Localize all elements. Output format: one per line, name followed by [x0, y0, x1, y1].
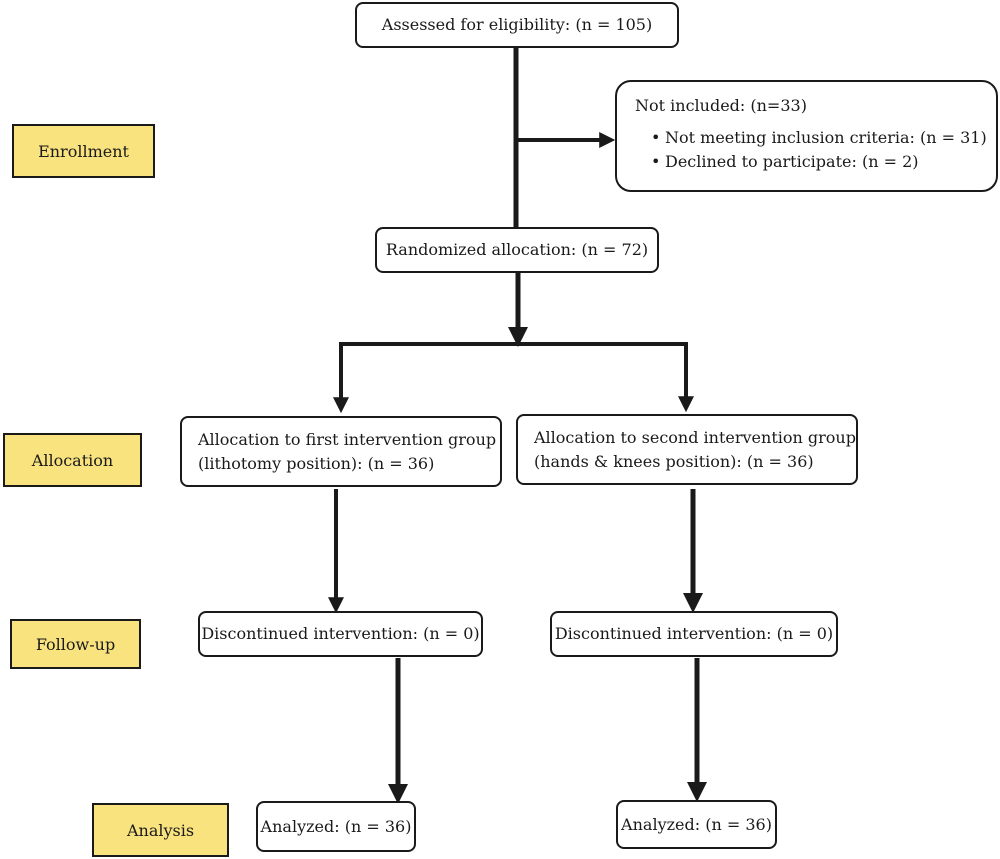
- assessed-text: Assessed for eligibility: (n = 105): [381, 15, 653, 34]
- allocation-1-line1: Allocation to first intervention group: [198, 430, 497, 449]
- randomized-text: Randomized allocation: (n = 72): [385, 240, 649, 259]
- discontinued-box-1: Discontinued intervention: (n = 0): [198, 611, 483, 657]
- bullet-icon: •: [651, 128, 661, 147]
- randomized-box: Randomized allocation: (n = 72): [375, 227, 659, 273]
- not-included-item-text: Not meeting inclusion criteria: (n = 31): [665, 128, 987, 147]
- stage-analysis: Analysis: [92, 803, 229, 857]
- allocation-box-1: Allocation to first intervention group (…: [180, 416, 502, 487]
- stage-follow-up: Follow-up: [10, 619, 141, 669]
- assessed-box: Assessed for eligibility: (n = 105): [355, 2, 679, 48]
- discontinued-2-text: Discontinued intervention: (n = 0): [554, 624, 834, 643]
- stage-analysis-label: Analysis: [126, 820, 195, 840]
- allocation-2-line1: Allocation to second intervention group: [534, 428, 856, 447]
- stage-enrollment: Enrollment: [12, 124, 155, 178]
- not-included-box: Not included: (n=33) • Not meeting inclu…: [615, 80, 998, 192]
- not-included-title: Not included: (n=33): [635, 96, 807, 115]
- discontinued-1-text: Discontinued intervention: (n = 0): [201, 624, 480, 643]
- analyzed-1-text: Analyzed: (n = 36): [260, 816, 412, 836]
- not-included-list: • Not meeting inclusion criteria: (n = 3…: [635, 126, 987, 174]
- discontinued-box-2: Discontinued intervention: (n = 0): [550, 611, 838, 657]
- stage-follow-up-label: Follow-up: [35, 634, 116, 654]
- stage-allocation: Allocation: [3, 433, 142, 487]
- allocation-1-line2: (lithotomy position): (n = 36): [198, 454, 435, 473]
- analyzed-box-2: Analyzed: (n = 36): [616, 800, 777, 849]
- not-included-item-text: Declined to participate: (n = 2): [665, 152, 919, 171]
- not-included-item: • Declined to participate: (n = 2): [651, 150, 978, 174]
- stage-allocation-label: Allocation: [31, 450, 114, 470]
- analyzed-2-text: Analyzed: (n = 36): [621, 814, 772, 834]
- stage-enrollment-label: Enrollment: [38, 141, 129, 161]
- allocation-box-2: Allocation to second intervention group …: [516, 414, 858, 485]
- bullet-icon: •: [651, 152, 661, 171]
- analyzed-box-1: Analyzed: (n = 36): [256, 801, 416, 852]
- not-included-item: • Not meeting inclusion criteria: (n = 3…: [651, 126, 987, 150]
- allocation-2-line2: (hands & knees position): (n = 36): [534, 452, 814, 471]
